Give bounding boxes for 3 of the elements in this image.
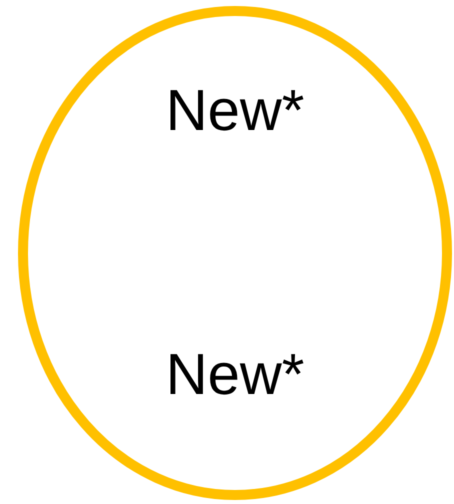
ellipse-outline bbox=[18, 6, 452, 500]
node-text: New* bbox=[164, 346, 306, 404]
node-text: New* bbox=[164, 82, 306, 140]
